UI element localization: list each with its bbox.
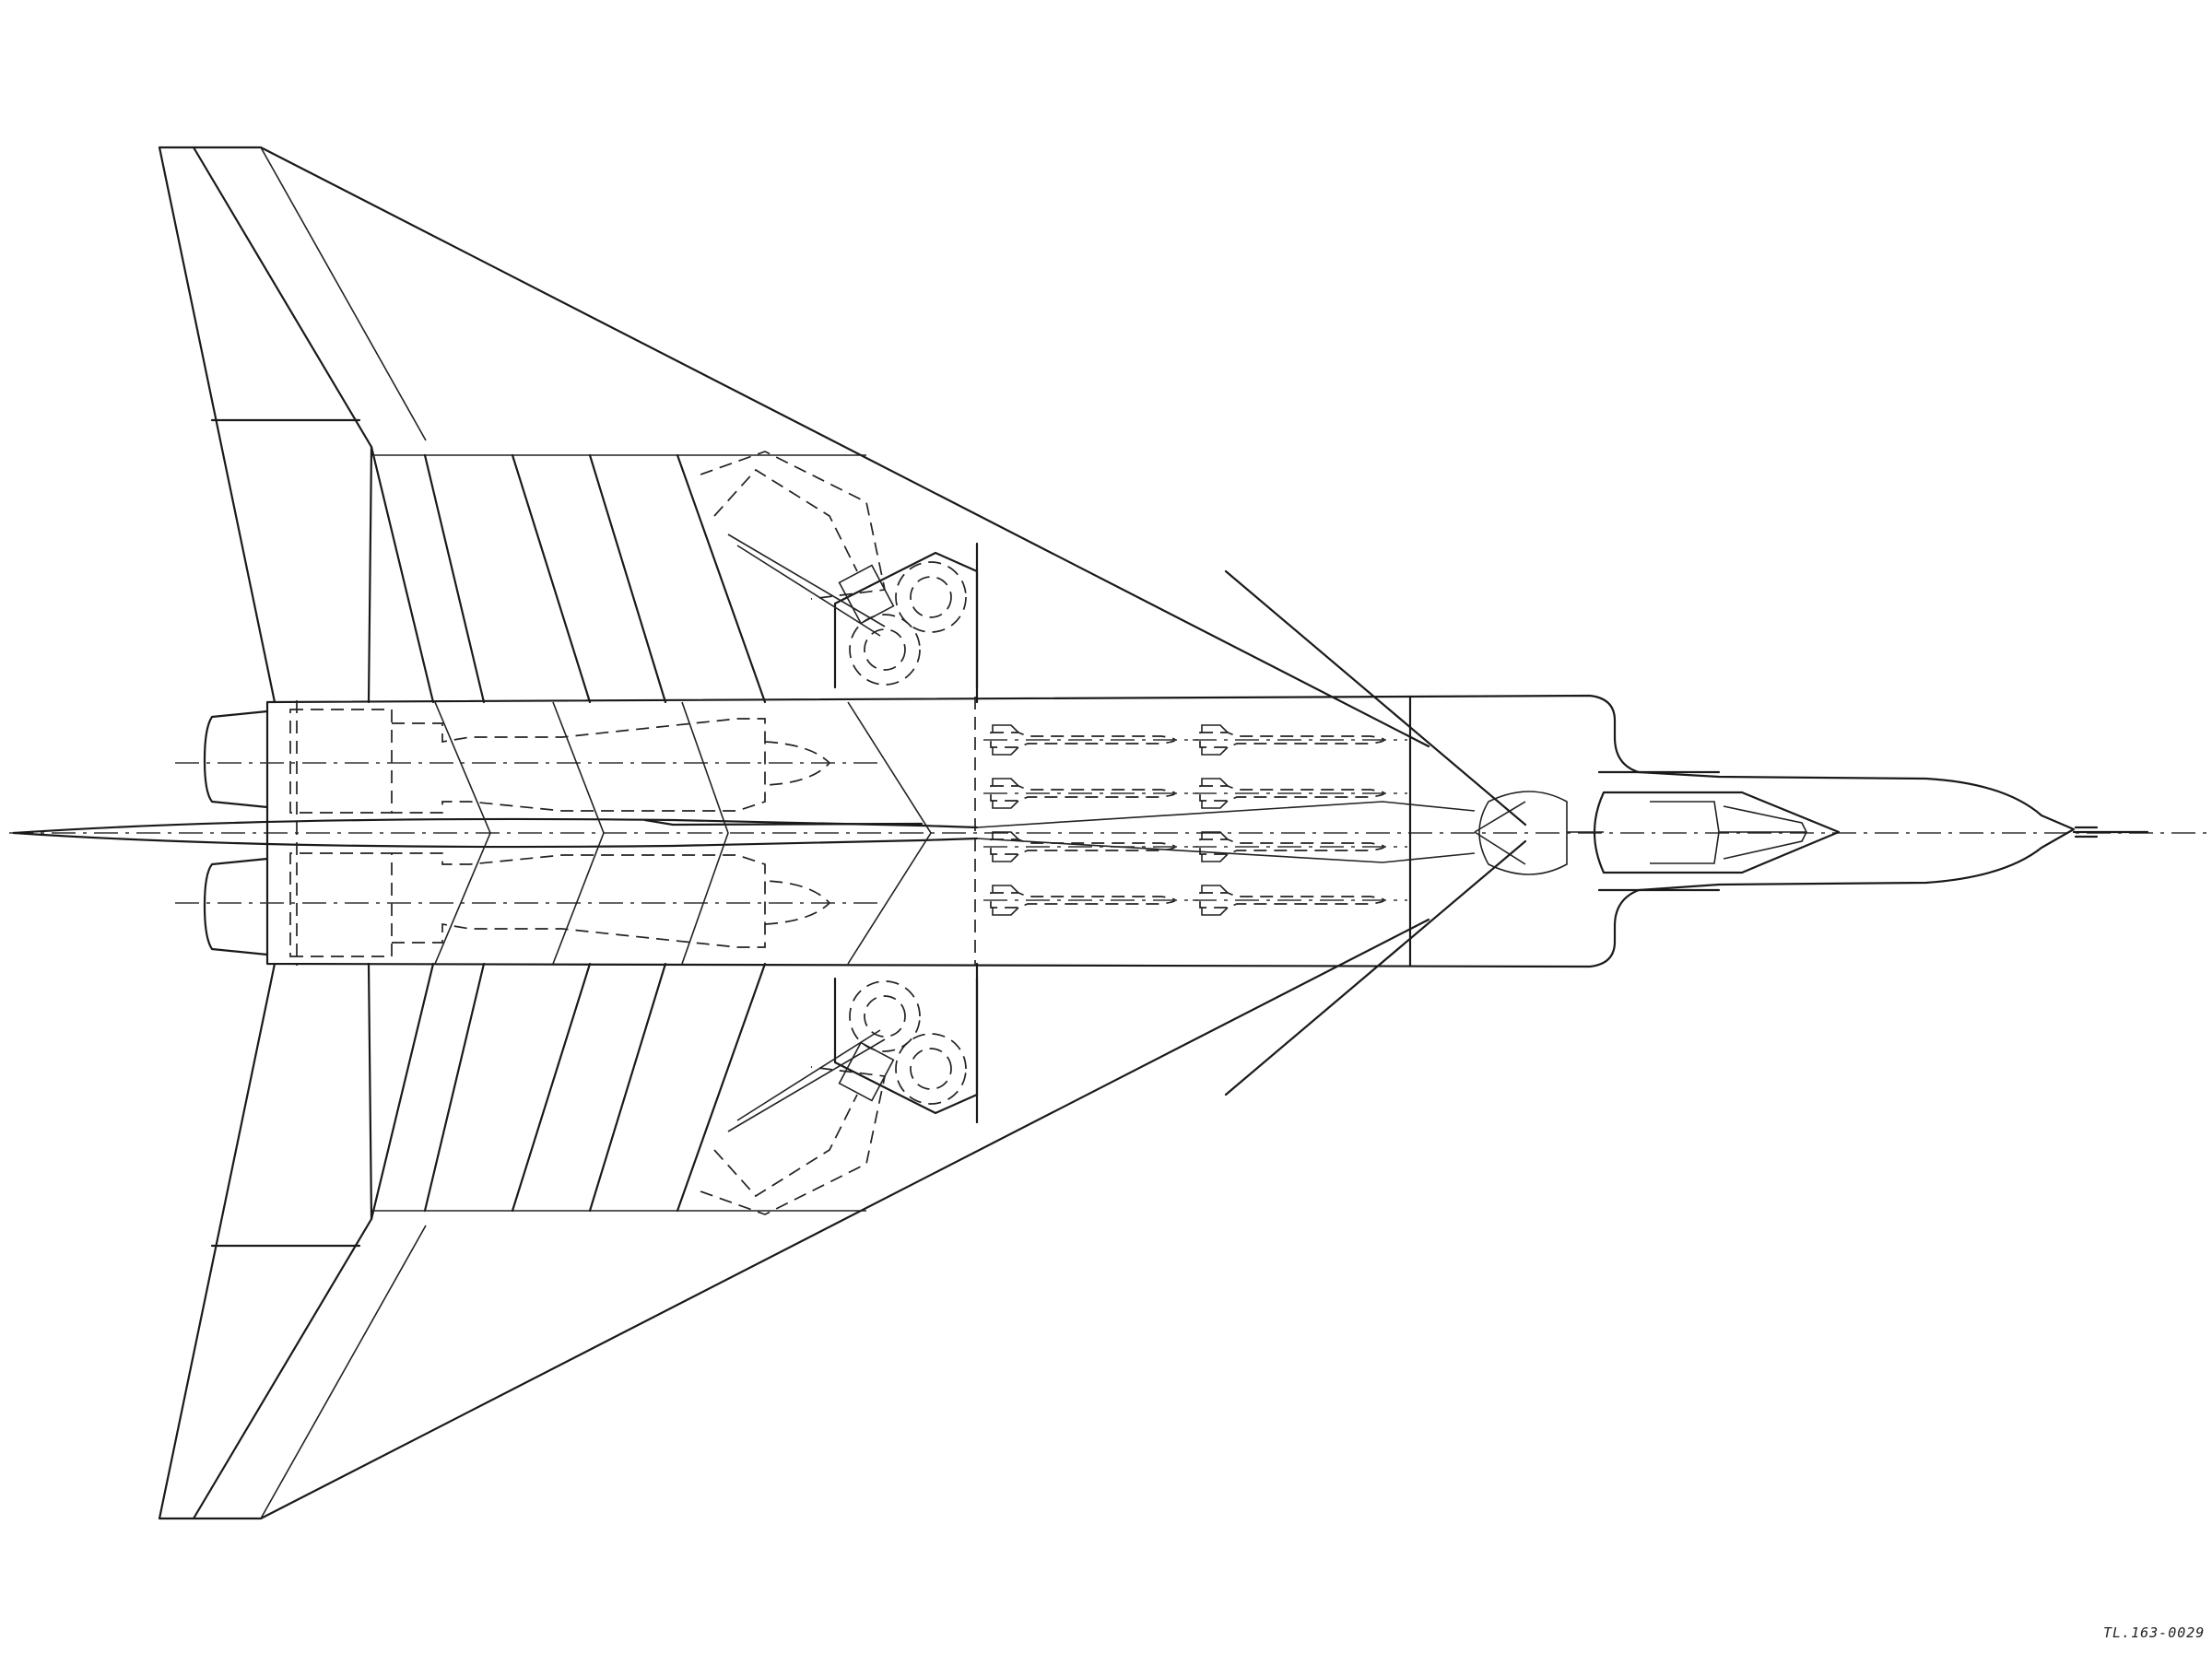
station-chevrons <box>434 569 1527 1096</box>
fuselage <box>265 694 2149 968</box>
tail-spine <box>12 700 1476 966</box>
missile-store <box>983 831 1198 862</box>
missile-store <box>983 724 1198 756</box>
upper-wing <box>158 146 1430 748</box>
canopy <box>1474 791 1841 875</box>
engine-upper <box>175 709 885 814</box>
missile-store <box>1193 885 1407 916</box>
missile-store <box>983 885 1198 916</box>
lower-wing <box>158 918 1430 1520</box>
missile-store <box>983 778 1198 809</box>
missile-store <box>1193 778 1407 809</box>
weapons-bay-stores <box>983 724 1407 916</box>
engine-lower <box>175 852 885 957</box>
drawing-number: TL.163-0029 <box>2103 1624 2206 1641</box>
missile-store <box>1193 724 1407 756</box>
missile-store <box>1193 831 1407 862</box>
